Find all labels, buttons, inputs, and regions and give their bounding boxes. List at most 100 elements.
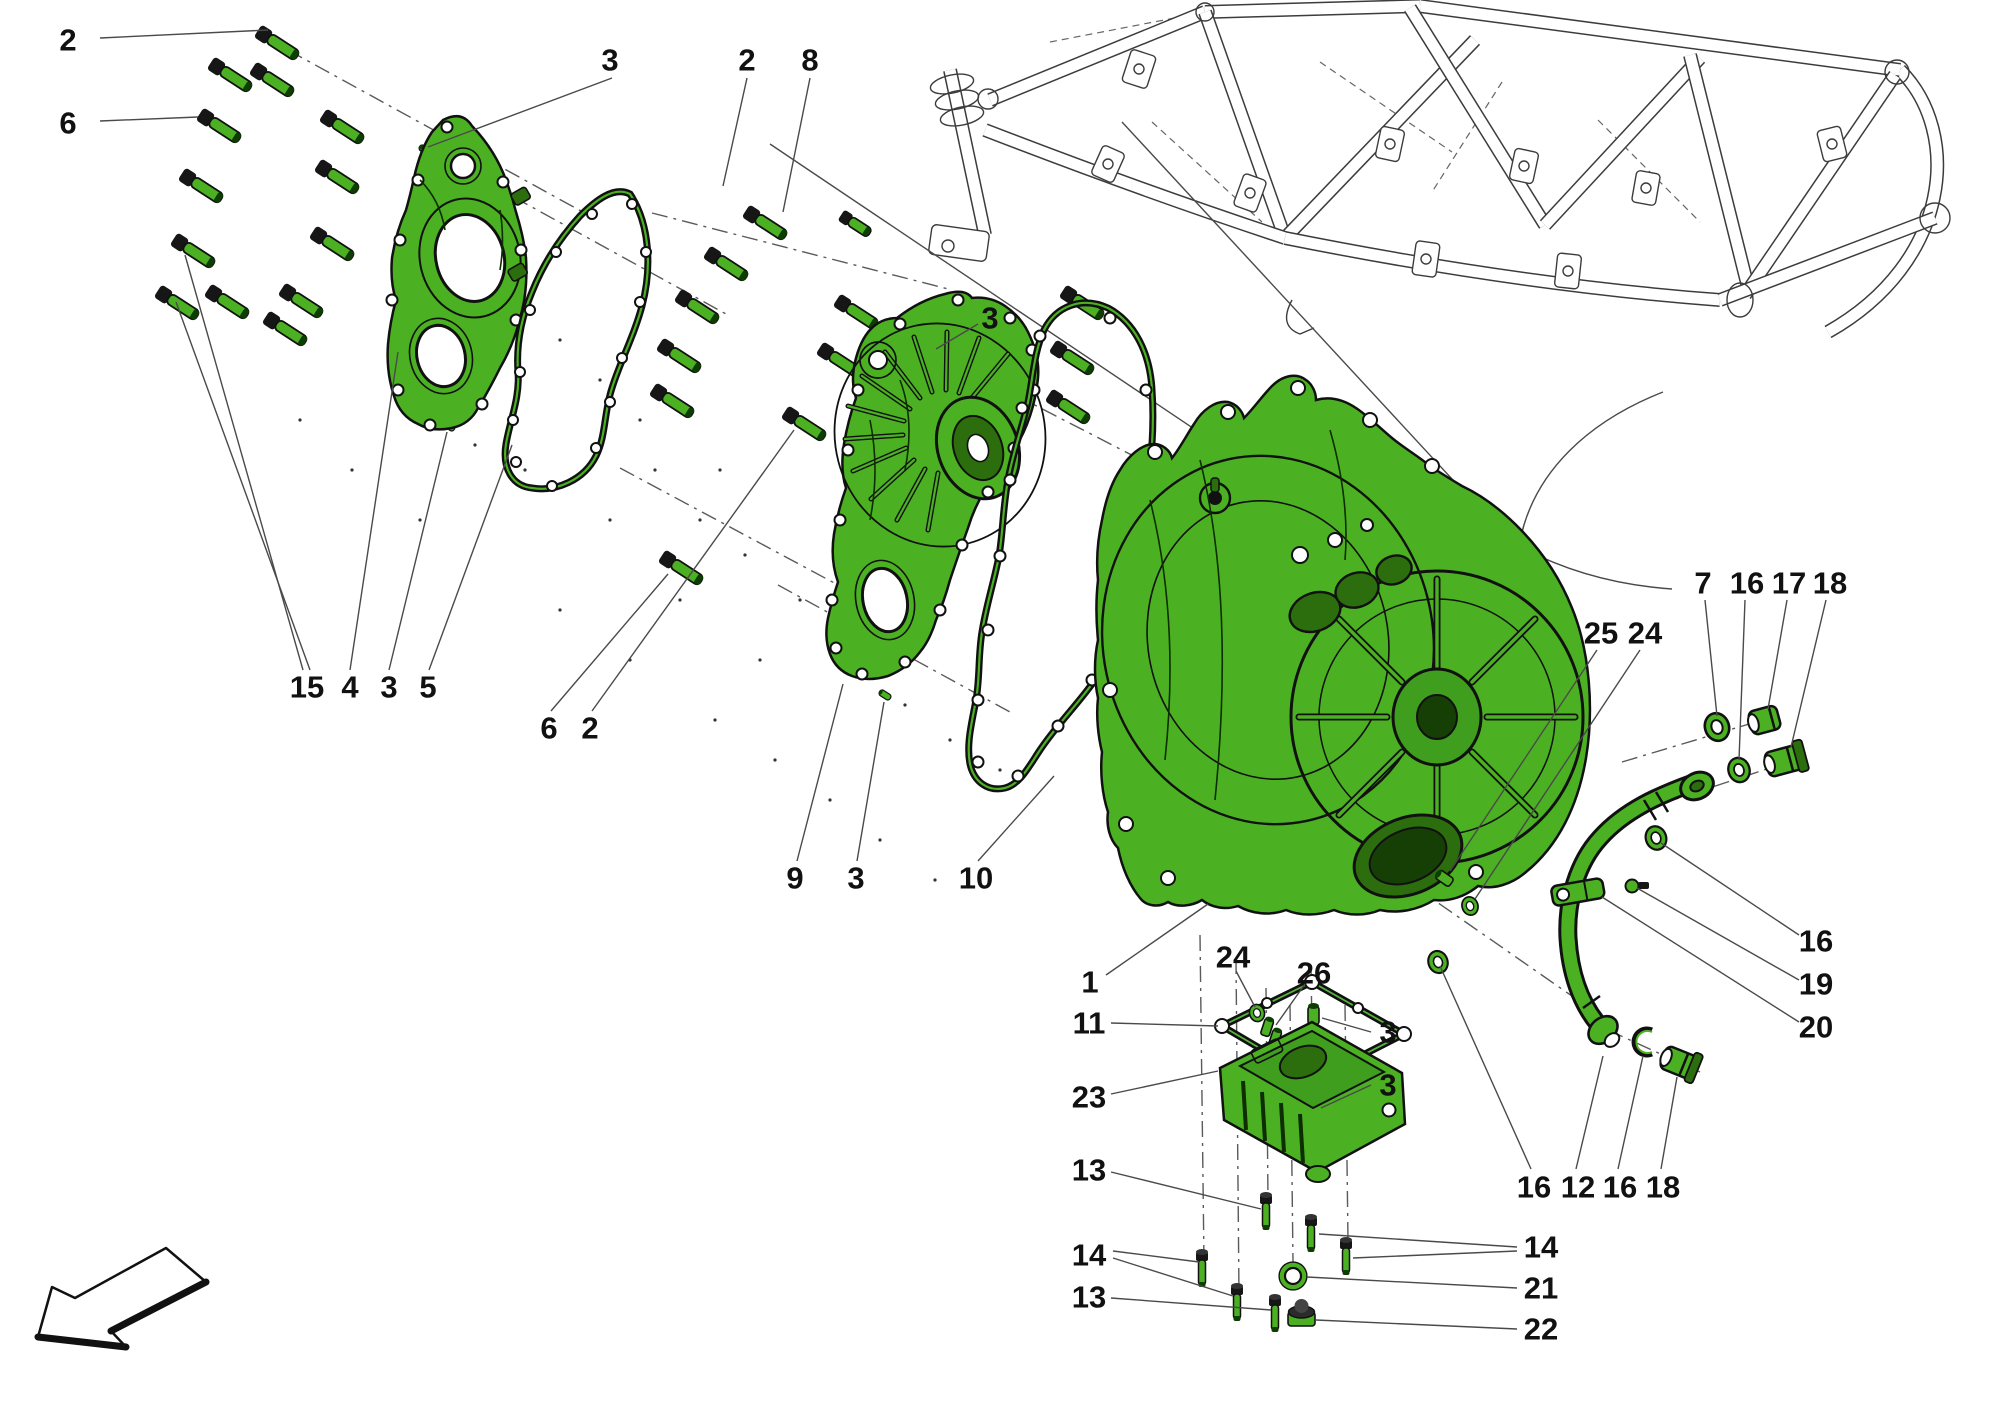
- seal-washer-24b: [1458, 893, 1482, 919]
- callout-label-16-29: 16: [1517, 1170, 1551, 1205]
- callout-leader-13: [1110, 1297, 1272, 1311]
- callout-leader-3: [427, 77, 613, 148]
- callout-leader-3: [1321, 1017, 1372, 1033]
- callout-label-18-32: 18: [1646, 1170, 1680, 1205]
- callout-leader-12: [1575, 1055, 1604, 1170]
- callout-leader-18: [1660, 1076, 1678, 1170]
- snap-ring-16-bottom: [1631, 1026, 1653, 1058]
- callout-leader-24: [1235, 970, 1256, 1008]
- callout-leader-6: [550, 573, 669, 712]
- callout-leader-22: [1315, 1319, 1518, 1330]
- cover4-bolt-holes: [385, 120, 528, 432]
- callout-label-2-17: 2: [581, 711, 598, 746]
- callout-label-22-37: 22: [1524, 1312, 1558, 1347]
- callout-leader-15: [175, 301, 311, 671]
- callout-label-2-3: 2: [738, 43, 755, 78]
- cover9-fan-ribs: [842, 329, 1011, 533]
- callout-label-26-23: 26: [1297, 956, 1331, 991]
- callout-label-3-5: 3: [981, 301, 998, 336]
- drain-plug-22: [1287, 1299, 1316, 1327]
- callout-label-12-30: 12: [1561, 1170, 1595, 1205]
- callout-leader-14: [1352, 1250, 1518, 1259]
- sensor-peg-25: [1434, 869, 1454, 887]
- callout-leader-7: [1704, 599, 1718, 717]
- callout-label-16-7: 16: [1730, 566, 1764, 601]
- callout-label-5-15: 5: [419, 670, 436, 705]
- drain-o-ring-21: [1278, 1261, 1308, 1291]
- cover9-bolt-holes: [825, 293, 1041, 681]
- callout-label-13-36: 13: [1072, 1280, 1106, 1315]
- callout-leader-18: [1790, 599, 1827, 748]
- callout-label-8-4: 8: [801, 43, 818, 78]
- callout-label-23-26: 23: [1072, 1080, 1106, 1115]
- callout-label-7-6: 7: [1694, 566, 1711, 601]
- callout-label-3-19: 3: [847, 861, 864, 896]
- callout-label-14-34: 14: [1524, 1230, 1559, 1265]
- callout-label-11-24: 11: [1073, 1006, 1106, 1041]
- callout-leader-16: [1738, 599, 1746, 761]
- gearbox-housing-part1: [1093, 374, 1592, 916]
- callout-leader-25: [1449, 649, 1598, 872]
- callout-leader-20: [1601, 896, 1800, 1023]
- callout-leader-10: [977, 775, 1055, 862]
- pipe-clamp-20: [1550, 877, 1606, 907]
- frame-brackets: [928, 49, 1848, 335]
- callout-label-3-2: 3: [601, 43, 618, 78]
- callout-leader-17: [1767, 599, 1788, 710]
- callout-label-16-31: 16: [1603, 1170, 1637, 1205]
- callout-leader-11: [1110, 1022, 1219, 1027]
- chassis-frame-sketch: [928, 0, 1951, 339]
- callout-label-16-38: 16: [1799, 924, 1833, 959]
- oil-pipe-part12: [1558, 770, 1715, 1048]
- callout-leader-8: [782, 77, 811, 213]
- speckle-dots: [298, 338, 1002, 882]
- callout-leader-16: [1660, 842, 1800, 936]
- pipe-small-parts: [1424, 704, 1810, 1085]
- finned-cover-part9: [825, 290, 1047, 681]
- o-ring-16-mid: [1641, 822, 1671, 854]
- callout-leader-2: [99, 29, 269, 39]
- callout-label-9-18: 9: [786, 861, 803, 896]
- callout-leader-3: [856, 701, 885, 862]
- callout-leader-24: [1474, 649, 1641, 900]
- callout-label-24-11: 24: [1628, 616, 1663, 651]
- callout-label-6-1: 6: [59, 106, 76, 141]
- callout-label-3-27: 3: [1379, 1068, 1396, 1103]
- callout-leader-14: [1318, 1233, 1518, 1248]
- pan-fasteners: [1195, 1191, 1353, 1333]
- bolt-field-left: [152, 23, 368, 350]
- plug-17: [1747, 704, 1782, 736]
- callout-label-15-12: 15: [290, 670, 324, 705]
- callout-label-4-13: 4: [341, 670, 359, 705]
- callout-label-18-9: 18: [1813, 566, 1847, 601]
- callout-leader-14: [1112, 1257, 1234, 1297]
- callout-leader-13: [1110, 1171, 1262, 1210]
- callout-leader-26: [1275, 983, 1306, 1026]
- callout-label-21-35: 21: [1524, 1271, 1558, 1306]
- callout-leader-16: [1617, 1055, 1644, 1170]
- callout-leader-3: [388, 431, 448, 671]
- callout-leader-3: [935, 323, 979, 350]
- union-plug-18-upper: [1763, 738, 1810, 778]
- callout-leader-23: [1110, 1070, 1219, 1095]
- clamp-screw-19: [1624, 878, 1649, 894]
- callout-leader-5: [428, 444, 513, 671]
- callout-leader-2: [722, 77, 748, 187]
- callout-label-3-25: 3: [1379, 1015, 1396, 1050]
- callout-leader-1: [1105, 903, 1209, 976]
- callout-label-20-40: 20: [1799, 1010, 1833, 1045]
- gearbox-lug-holes: [1102, 380, 1484, 886]
- callout-leader-19: [1636, 887, 1800, 981]
- callout-label-1-21: 1: [1081, 965, 1098, 1000]
- callout-leader-15: [184, 254, 304, 671]
- oil-sump-part23: [1218, 1020, 1407, 1183]
- callout-leader-6: [99, 116, 199, 122]
- callout-label-14-33: 14: [1072, 1238, 1107, 1273]
- callout-label-19-39: 19: [1799, 967, 1833, 1002]
- callout-label-25-10: 25: [1584, 616, 1618, 651]
- union-plug-18-bottom: [1659, 1045, 1704, 1085]
- callout-leader-16: [1439, 965, 1532, 1170]
- front-gasket-part5: [501, 188, 652, 493]
